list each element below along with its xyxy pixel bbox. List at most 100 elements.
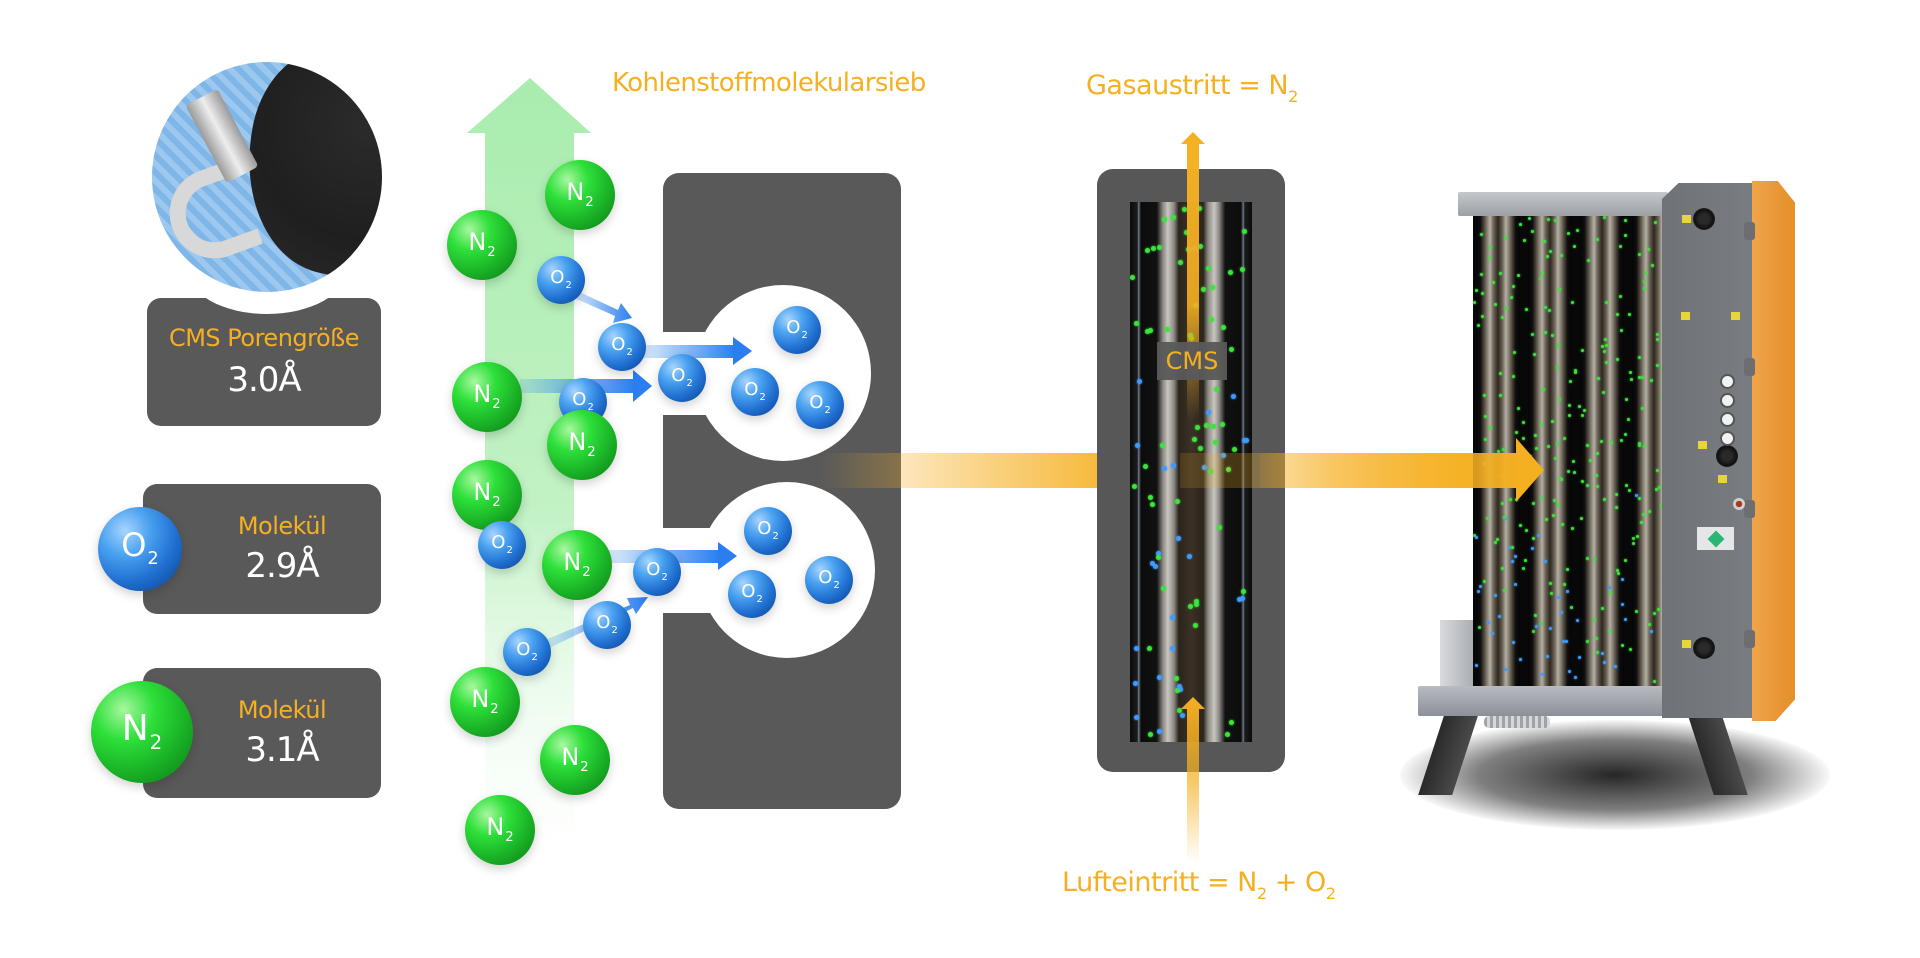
gas-particle: [1627, 488, 1631, 492]
gas-particle: [1493, 594, 1497, 597]
gas-particle: [1635, 494, 1639, 498]
gas-particle: [1534, 625, 1538, 629]
machine-columns: [1473, 216, 1675, 686]
gas-particle: [1134, 646, 1140, 652]
gas-particle: [1517, 407, 1521, 411]
gas-particle: [1484, 437, 1488, 441]
oxygen-molecule: O2: [503, 628, 551, 676]
machine-orange-side: [1752, 181, 1795, 721]
gas-particle: [1602, 661, 1606, 665]
gas-particle: [1241, 437, 1247, 443]
gas-particle: [1162, 466, 1168, 472]
gas-particle: [1502, 447, 1506, 451]
gas-particle: [1241, 228, 1247, 234]
pressure-gauge-icon: [1720, 374, 1735, 389]
gas-particle: [1653, 612, 1657, 616]
gas-particle: [1531, 546, 1535, 550]
nitrogen-molecule: N2: [447, 210, 517, 280]
gas-particle: [1657, 608, 1661, 612]
gas-particle: [1644, 271, 1648, 275]
gas-particle: [1177, 260, 1183, 266]
gas-particle: [1575, 229, 1579, 233]
drain-port-icon: [1693, 637, 1715, 659]
gas-particle: [1165, 326, 1171, 332]
gas-particle: [1503, 667, 1507, 671]
gas-particle: [1631, 536, 1635, 540]
gas-particle: [1486, 517, 1490, 521]
gas-particle: [1614, 492, 1618, 496]
gas-particle: [1197, 446, 1203, 452]
gas-particle: [1170, 615, 1176, 621]
gas-particle: [1656, 363, 1660, 367]
gas-particle: [1149, 561, 1155, 567]
gas-particle: [1491, 280, 1495, 284]
gas-particle: [1175, 687, 1181, 693]
cms-pellet-photo: [152, 62, 382, 292]
gas-particle: [1147, 731, 1153, 737]
gas-particle: [1556, 441, 1560, 445]
gas-particle: [1624, 558, 1628, 562]
pressure-gauge-icon: [1720, 431, 1735, 446]
gas-particle: [1513, 555, 1517, 558]
gas-particle: [1571, 301, 1575, 305]
gas-particle: [1527, 217, 1531, 221]
gas-particle: [1565, 590, 1569, 594]
gas-particle: [1533, 614, 1537, 618]
gas-particle: [1539, 622, 1543, 626]
air-inlet-arrow: [1181, 697, 1205, 863]
gas-particle: [1608, 630, 1612, 634]
gas-particle: [1596, 377, 1600, 381]
gas-particle: [1483, 394, 1487, 398]
gas-particle: [1628, 370, 1632, 374]
gas-particle: [1157, 244, 1163, 250]
gas-particle: [1522, 436, 1526, 440]
gas-particle: [1197, 244, 1203, 250]
nitrogen-molecule: N2: [452, 460, 522, 530]
nitrogen-molecule: N2: [540, 725, 610, 795]
gas-particle: [1620, 603, 1624, 607]
gas-particle: [1134, 715, 1140, 721]
gas-particle: [1585, 483, 1589, 487]
gas-particle: [1169, 646, 1175, 652]
hinge-icon: [1744, 222, 1755, 240]
gas-particle: [1540, 496, 1544, 500]
gas-particle: [1586, 443, 1590, 447]
gas-particle: [1624, 233, 1628, 237]
gas-particle: [1500, 501, 1504, 505]
gas-particle: [1171, 214, 1177, 220]
gas-particle: [1568, 403, 1572, 407]
gas-outlet-label: Gasaustritt = N2: [1086, 70, 1298, 107]
n2-size-value: 3.1Å: [245, 730, 319, 770]
machine-valve-block: [1440, 620, 1474, 686]
gas-particle: [1543, 240, 1547, 244]
gas-particle: [1521, 420, 1525, 424]
gas-particle: [1600, 652, 1604, 656]
machine-control-panel: [1662, 183, 1754, 718]
nitrogen-molecule: N2: [547, 410, 617, 480]
gas-particle: [1192, 623, 1198, 629]
gas-particle: [1639, 520, 1643, 524]
gas-particle: [1650, 378, 1654, 382]
gas-particle: [1132, 681, 1138, 687]
gas-particle: [1219, 421, 1225, 427]
warning-label-icon: [1681, 312, 1690, 320]
sieve-title: Kohlenstoffmolekularsieb: [612, 68, 926, 98]
gas-particle: [1642, 445, 1646, 449]
gas-particle: [1236, 597, 1242, 603]
gas-particle: [1560, 523, 1564, 527]
gas-particle: [1513, 582, 1517, 586]
gas-particle: [1594, 473, 1598, 477]
gas-particle: [1479, 273, 1483, 277]
gas-particle: [1585, 556, 1589, 560]
gas-particle: [1572, 244, 1576, 248]
gas-particle: [1180, 713, 1186, 719]
gas-particle: [1656, 469, 1660, 473]
gas-particle: [1588, 458, 1592, 462]
o2-size-label: Molekül: [237, 512, 327, 540]
gas-particle: [1649, 629, 1653, 633]
gas-particle: [1604, 300, 1608, 304]
gas-particle: [1474, 535, 1478, 539]
gas-particle: [1220, 325, 1226, 331]
gas-particle: [1562, 437, 1566, 441]
gas-particle: [1543, 331, 1547, 335]
